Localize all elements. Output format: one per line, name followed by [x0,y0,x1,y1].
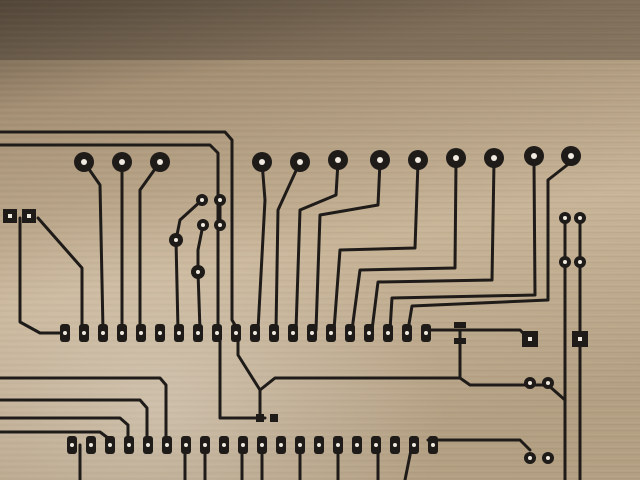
trace-rpad9 [406,160,573,332]
connector-pad-hole [89,443,93,447]
trace-low-3 [0,416,130,447]
trace-rpad3 [294,160,340,332]
connector-pad-hole [70,443,74,447]
connector-pad-hole [431,443,435,447]
connector-pad-hole [393,443,397,447]
connector-pad-hole [203,443,207,447]
connector-pad-hole [184,443,188,447]
connector-pad-hole [101,331,105,335]
trace-small-1 [174,238,180,332]
connector-pad-hole [127,443,131,447]
connector-pad-hole [310,331,314,335]
connector-pad-hole [158,331,162,335]
trace-mid-bus [236,328,262,422]
connector-pad-hole [253,331,257,335]
connector-pad-hole [279,443,283,447]
trace-rpad5 [332,160,420,332]
trace-small-3 [196,223,205,274]
trace-pad3 [138,160,162,332]
connector-pad-hole [177,331,181,335]
connector-pad-hole [108,443,112,447]
trace-rpad4 [314,160,382,332]
connector-pad-hole [291,331,295,335]
connector-pad-hole [82,331,86,335]
top-shadow [0,0,640,60]
trace-rpad8 [388,160,537,332]
trace-rpad6 [350,160,458,332]
connector-pad-hole [405,331,409,335]
pad-small-rect [454,322,466,328]
connector-pad-hole [146,443,150,447]
connector-pad-hole [386,331,390,335]
connector-pad-hole [336,443,340,447]
connector-pad-hole [374,443,378,447]
drill-holes [81,153,582,460]
trace-left-2 [36,216,84,332]
connector-pad-hole [139,331,143,335]
trace-low-5 [218,328,267,420]
connector-pad-hole [367,331,371,335]
connector-pad-hole [298,443,302,447]
connector-pad-hole [317,443,321,447]
trace-top-bus-2 [0,143,220,332]
trace-top-bus [0,130,240,332]
trace-rpad7 [370,160,496,332]
connector-pad-hole [412,443,416,447]
pad-small-rect [256,414,264,422]
connector-pad-hole [272,331,276,335]
pad-small-rect [454,338,466,344]
connector-pad-hole [260,443,264,447]
connector-pad-hole [215,331,219,335]
trace-left-1 [18,216,67,335]
trace-low-2 [0,398,149,447]
connector-pad-hole [329,331,333,335]
connector-pad-hole [241,443,245,447]
connector-pad-hole [165,443,169,447]
trace-low-6 [426,438,532,452]
traces [0,130,582,480]
trace-rpad2 [274,160,302,332]
connector-row-lower [67,436,438,454]
connector-pad-hole [424,331,428,335]
connector-pad-hole [120,331,124,335]
trace-rpad1 [256,160,267,332]
connector-pad-hole [222,443,226,447]
connector-pad-hole [355,443,359,447]
pad-small-rect [270,414,278,422]
trace-low-1 [0,376,168,447]
round-pads [74,146,586,464]
connector-pad-hole [63,331,67,335]
connector-pad-hole [234,331,238,335]
connector-pad-hole [196,331,200,335]
trace-small-5 [196,270,202,332]
connector-row-upper [60,324,431,342]
connector-pad-hole [348,331,352,335]
